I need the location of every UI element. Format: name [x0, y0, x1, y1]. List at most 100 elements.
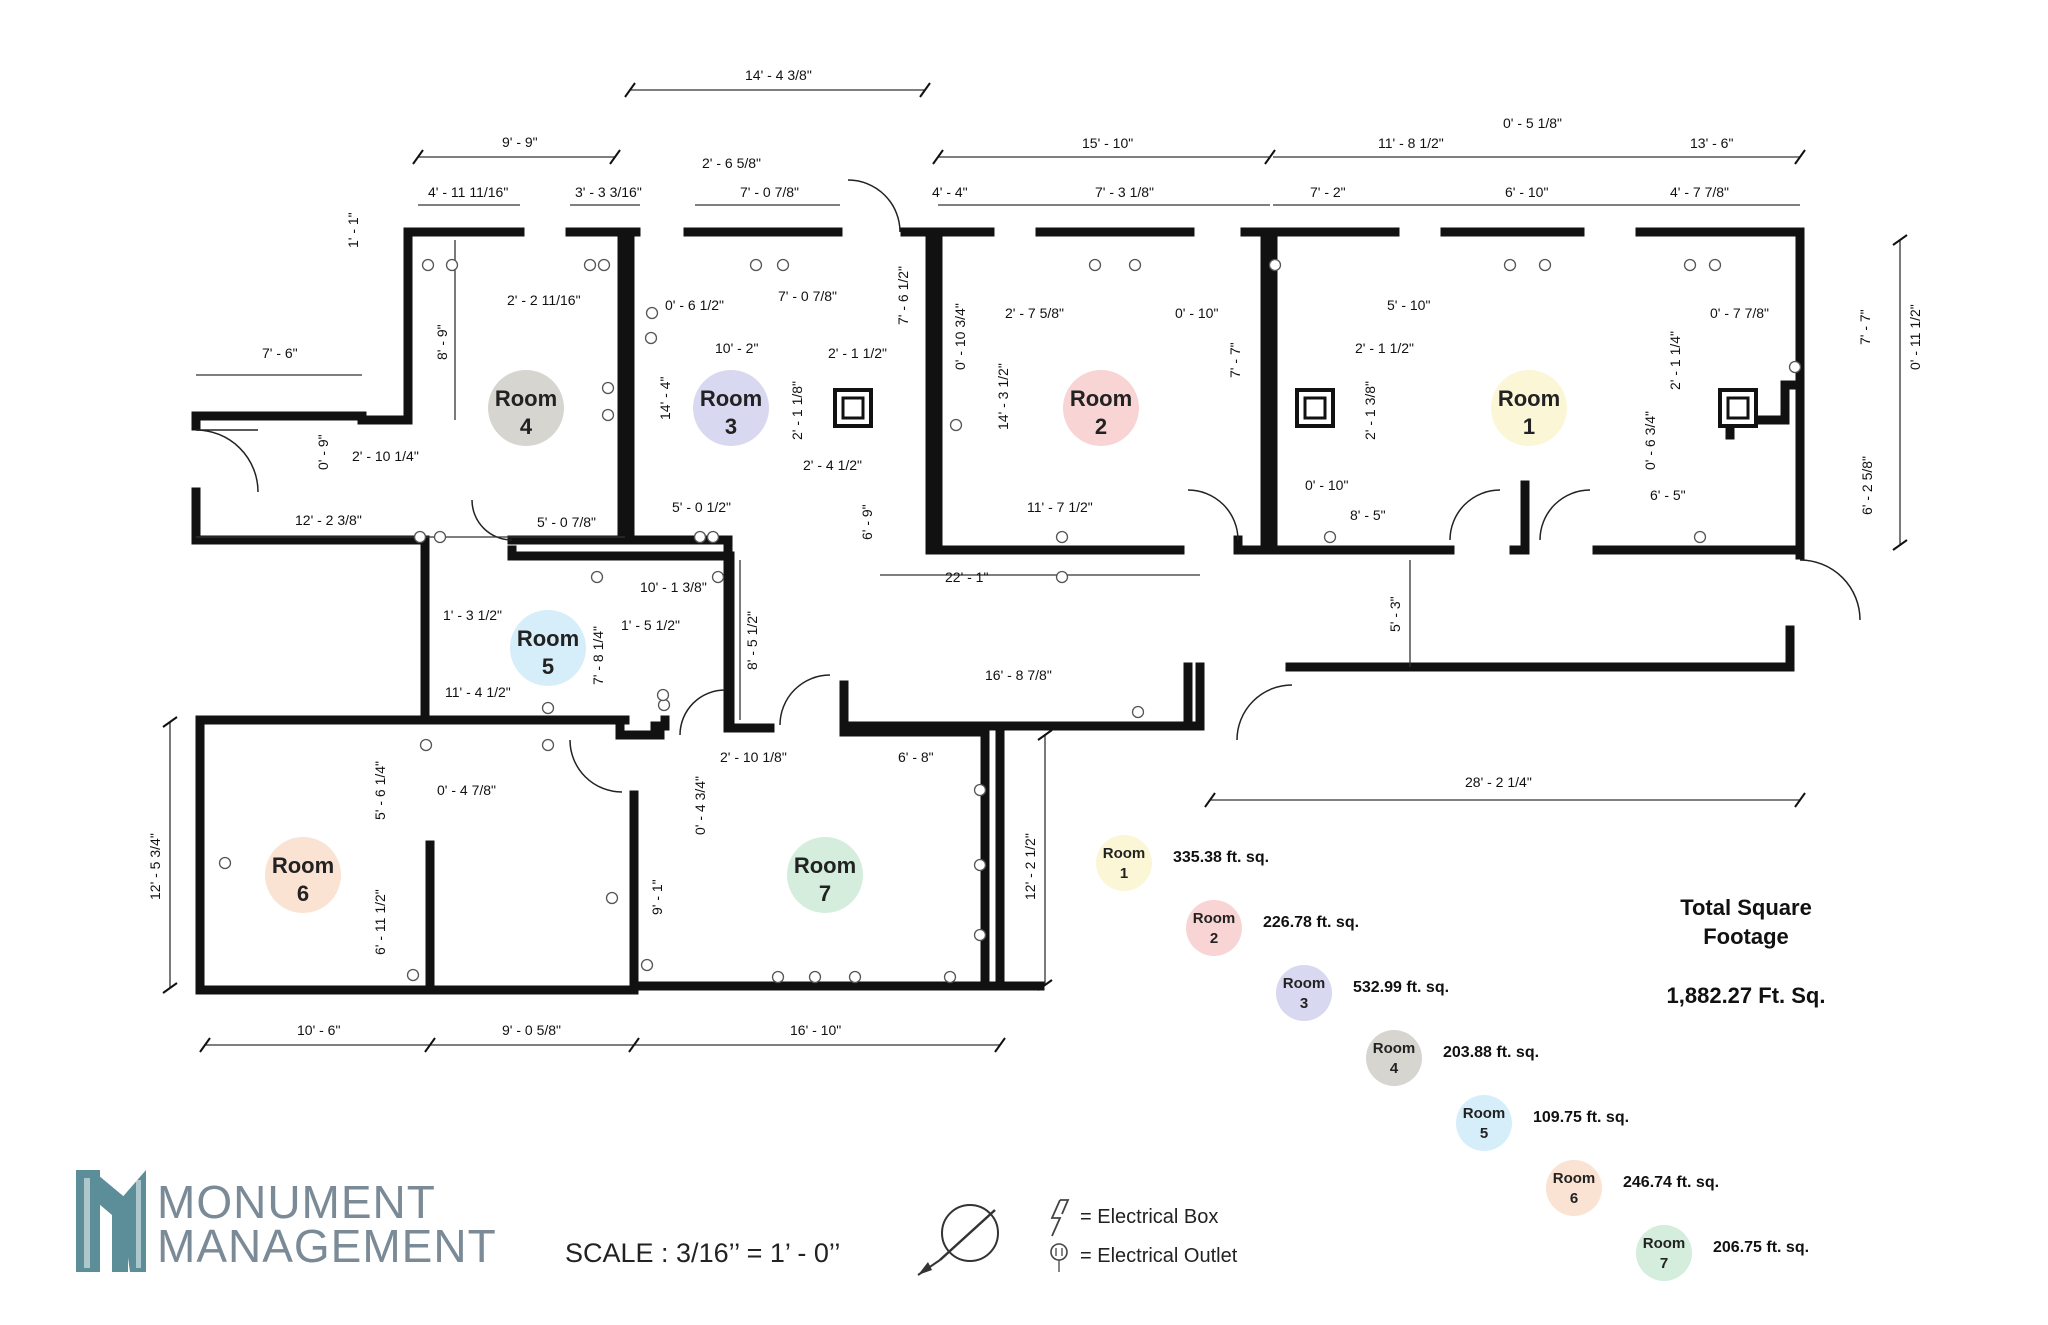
area-room-2-value: 226.78 ft. sq. [1263, 914, 1359, 931]
legend-electrical-outlet: = Electrical Outlet [1080, 1245, 1238, 1267]
dim-label: 5' - 0 7/8" [537, 514, 596, 530]
dim-label: 6' - 2 5/8" [1859, 456, 1875, 515]
electrical-outlet-icon [421, 258, 435, 272]
dim-label: 0' - 10 3/4" [952, 303, 968, 370]
electrical-outlet-icon [605, 891, 619, 905]
svg-text:Room: Room [1193, 910, 1236, 927]
electrical-outlet-icon [1683, 258, 1697, 272]
dim-label: 7' - 8 1/4" [590, 626, 606, 685]
svg-text:1: 1 [1120, 865, 1128, 882]
dim-label: 10' - 1 3/8" [640, 579, 707, 595]
dim-label: 0' - 6 1/2" [665, 297, 724, 313]
area-row-room-5: Room 5 109.75 ft. sq. [1456, 1095, 1629, 1151]
dim-label: 8' - 5 1/2" [744, 611, 760, 670]
electrical-outlet-icon [541, 701, 555, 715]
electrical-outlet-icon [711, 570, 725, 584]
dim-label: 6' - 11 1/2" [372, 889, 388, 955]
electrical-outlet-icon [1055, 530, 1069, 544]
svg-text:6: 6 [1570, 1190, 1578, 1207]
room-3-bubble: Room 3 [693, 370, 769, 446]
svg-text:Room: Room [1373, 1040, 1416, 1057]
dim-label: 7' - 7" [1227, 342, 1243, 378]
dim-label: 2' - 1 1/2" [828, 345, 887, 361]
svg-text:2: 2 [1210, 930, 1218, 947]
electrical-outlets [218, 258, 1802, 984]
svg-text:7: 7 [819, 881, 831, 906]
dim-label: 2' - 2 11/16" [507, 292, 581, 308]
svg-text:Room: Room [1553, 1170, 1596, 1187]
area-room-1-circle [1096, 835, 1152, 891]
dim-label: 0' - 10" [1175, 305, 1218, 321]
electrical-outlet-icon [406, 968, 420, 982]
dim-label: 8' - 9" [434, 324, 450, 360]
svg-text:4: 4 [520, 414, 533, 439]
room-2-circle [1063, 370, 1139, 446]
electrical-outlet-icon [776, 258, 790, 272]
area-row-room-7: Room 7 206.75 ft. sq. [1636, 1225, 1809, 1281]
electrical-outlet-icon [973, 783, 987, 797]
dim-label: 28' - 2 1/4" [1465, 774, 1532, 790]
area-row-room-3: Room 3 532.99 ft. sq. [1276, 965, 1449, 1021]
electrical-outlet-icon [413, 530, 427, 544]
electrical-outlet-icon [1323, 530, 1337, 544]
electrical-outlet-icon [1538, 258, 1552, 272]
dim-label: 4' - 7 7/8" [1670, 184, 1729, 200]
electrical-outlet-icon [1693, 530, 1707, 544]
dim-label: 0' - 4 3/4" [692, 776, 708, 835]
svg-text:5: 5 [1480, 1125, 1488, 1142]
electrical-outlet-icon [640, 958, 654, 972]
dim-label: 5' - 10" [1387, 297, 1430, 313]
area-room-4-value: 203.88 ft. sq. [1443, 1044, 1539, 1061]
area-room-3-value: 532.99 ft. sq. [1353, 979, 1449, 996]
dim-label: 5' - 0 1/2" [672, 499, 731, 515]
area-row-room-1: Room 1 335.38 ft. sq. [1096, 835, 1269, 891]
electrical-outlet-icon [771, 970, 785, 984]
electrical-outlet-icon [1268, 258, 1282, 272]
electrical-outlet-icon [645, 306, 659, 320]
legend-electrical-box: = Electrical Box [1080, 1206, 1218, 1228]
dim-label: 15' - 10" [1082, 135, 1133, 151]
electrical-outlet-icon [644, 331, 658, 345]
electrical-outlet-icon [808, 970, 822, 984]
dim-label: 13' - 6" [1690, 135, 1733, 151]
electrical-outlet-icon [943, 970, 957, 984]
dim-label: 7' - 0 7/8" [740, 184, 799, 200]
svg-text:6: 6 [297, 881, 309, 906]
dim-label: 0' - 9" [315, 434, 331, 470]
electrical-outlet-icon [590, 570, 604, 584]
room-6-bubble: Room 6 [265, 837, 341, 913]
dim-label: 10' - 6" [297, 1022, 340, 1038]
dim-label: 9' - 9" [502, 134, 538, 150]
svg-text:Room: Room [1070, 386, 1132, 411]
room-5-circle [510, 610, 586, 686]
electrical-outlet-icon [541, 738, 555, 752]
dim-label: 11' - 7 1/2" [1027, 499, 1093, 515]
area-room-2-circle [1186, 900, 1242, 956]
dim-label: 7' - 2" [1310, 184, 1346, 200]
dim-label: 0' - 7 7/8" [1710, 305, 1769, 321]
dim-label: 1' - 5 1/2" [621, 617, 680, 633]
dim-label: 2' - 1 1/4" [1667, 331, 1683, 390]
dim-label: 14' - 3 1/2" [995, 363, 1011, 430]
electrical-box-icon [1050, 1199, 1070, 1237]
svg-text:Room: Room [1103, 845, 1146, 862]
area-row-room-2: Room 2 226.78 ft. sq. [1186, 900, 1359, 956]
dim-label: 22' - 1" [945, 569, 988, 585]
electrical-outlet-icon [706, 530, 720, 544]
electrical-outlet-icon [656, 688, 670, 702]
scale-label: SCALE : 3/16’’ = 1’ - 0’’ [565, 1238, 840, 1268]
doors [195, 179, 1861, 793]
dim-label: 2' - 1 3/8" [1362, 381, 1378, 440]
area-row-room-4: Room 4 203.88 ft. sq. [1366, 1030, 1539, 1086]
logo-line2: MANAGEMENT [157, 1220, 497, 1272]
electrical-outlet-icon [433, 530, 447, 544]
dim-label: 12' - 2 1/2" [1022, 833, 1038, 900]
svg-text:2: 2 [1095, 414, 1107, 439]
svg-text:Room: Room [272, 853, 334, 878]
dim-label: 2' - 4 1/2" [803, 457, 862, 473]
dim-label: 6' - 9" [859, 504, 875, 540]
area-room-7-value: 206.75 ft. sq. [1713, 1239, 1809, 1256]
svg-text:Room: Room [1498, 386, 1560, 411]
electrical-outlet-icon [749, 258, 763, 272]
logo-line1: MONUMENT [157, 1176, 436, 1228]
